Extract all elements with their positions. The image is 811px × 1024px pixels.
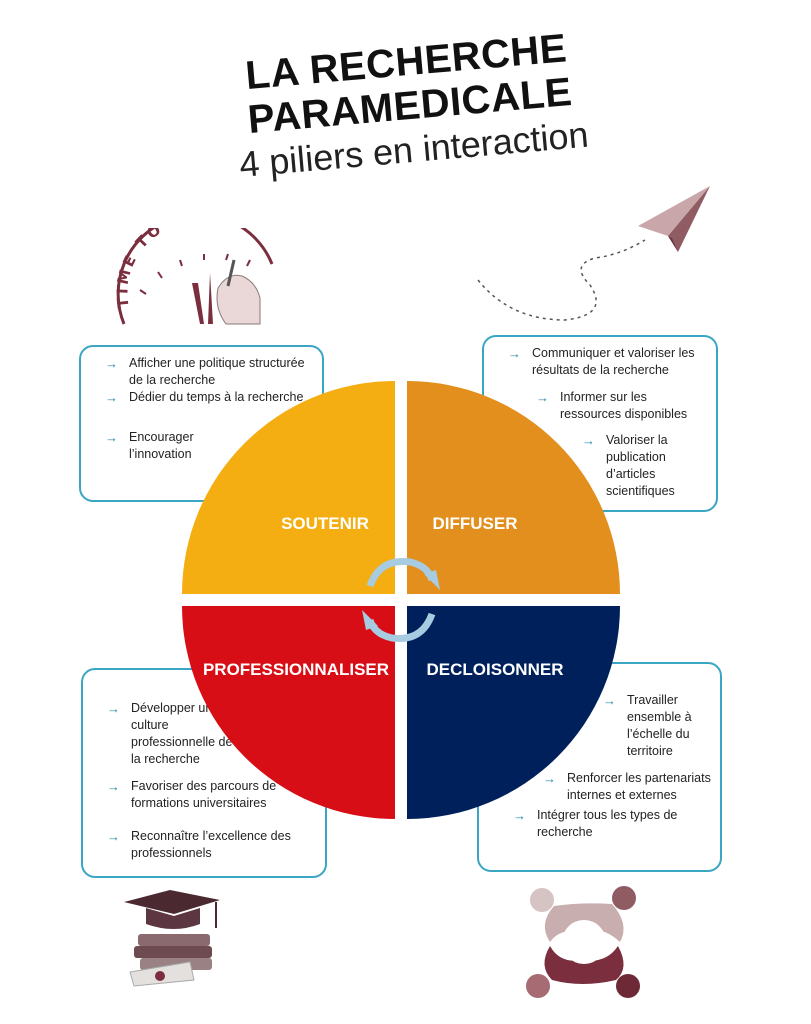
list-item: →Valoriser la publication d’articles sci… <box>582 433 675 498</box>
label-diffuser: DIFFUSER <box>432 514 518 533</box>
list-item: →Reconnaître l’excellence des profession… <box>107 829 291 860</box>
quadrant-professionnaliser <box>182 606 395 819</box>
list-item: →Intégrer tous les types de recherche <box>513 808 678 839</box>
list-item: →Favoriser des parcours de formations un… <box>107 779 277 810</box>
arrow-right-icon: → <box>107 829 120 844</box>
arrow-right-icon: → <box>508 346 521 361</box>
list-item: →Travailler ensemble à l’échelle du terr… <box>603 693 692 758</box>
people-circle-icon <box>526 886 640 998</box>
list-item: →Dédier du temps à la recherche <box>105 390 304 405</box>
arrow-right-icon: → <box>107 779 120 794</box>
arrow-right-icon: → <box>105 430 118 445</box>
list-item: →Développer une culture professionnelle … <box>107 701 233 766</box>
arrow-right-icon: → <box>105 356 118 371</box>
list-item: →Informer sur les ressources disponibles <box>536 390 688 421</box>
list-item: →Encourager l’innovation <box>105 430 194 461</box>
label-decloisonner: DECLOISONNER <box>426 660 564 679</box>
quadrant-decloisonner <box>407 606 620 819</box>
arrow-right-icon: → <box>582 433 595 448</box>
arrow-right-icon: → <box>543 771 556 786</box>
label-professionnaliser: PROFESSIONNALISER <box>202 660 390 679</box>
time-to-plan-icon: TIME TO PLAN <box>113 228 274 325</box>
label-soutenir: SOUTENIR <box>281 514 369 533</box>
arrow-right-icon: → <box>536 390 549 405</box>
paper-plane-icon <box>477 186 710 321</box>
arrow-right-icon: → <box>513 808 526 823</box>
list-item: →Afficher une politique structurée de la… <box>105 356 305 387</box>
arrow-right-icon: → <box>603 693 616 708</box>
list-item: →Renforcer les partenariats internes et … <box>543 771 711 802</box>
arrow-right-icon: → <box>107 701 120 716</box>
graduation-cap-books-icon <box>124 890 220 987</box>
arrow-right-icon: → <box>105 390 118 405</box>
quadrant-soutenir <box>182 381 395 594</box>
quadrant-diffuser <box>407 381 620 594</box>
list-item: →Communiquer et valoriser les résultats … <box>508 346 695 377</box>
